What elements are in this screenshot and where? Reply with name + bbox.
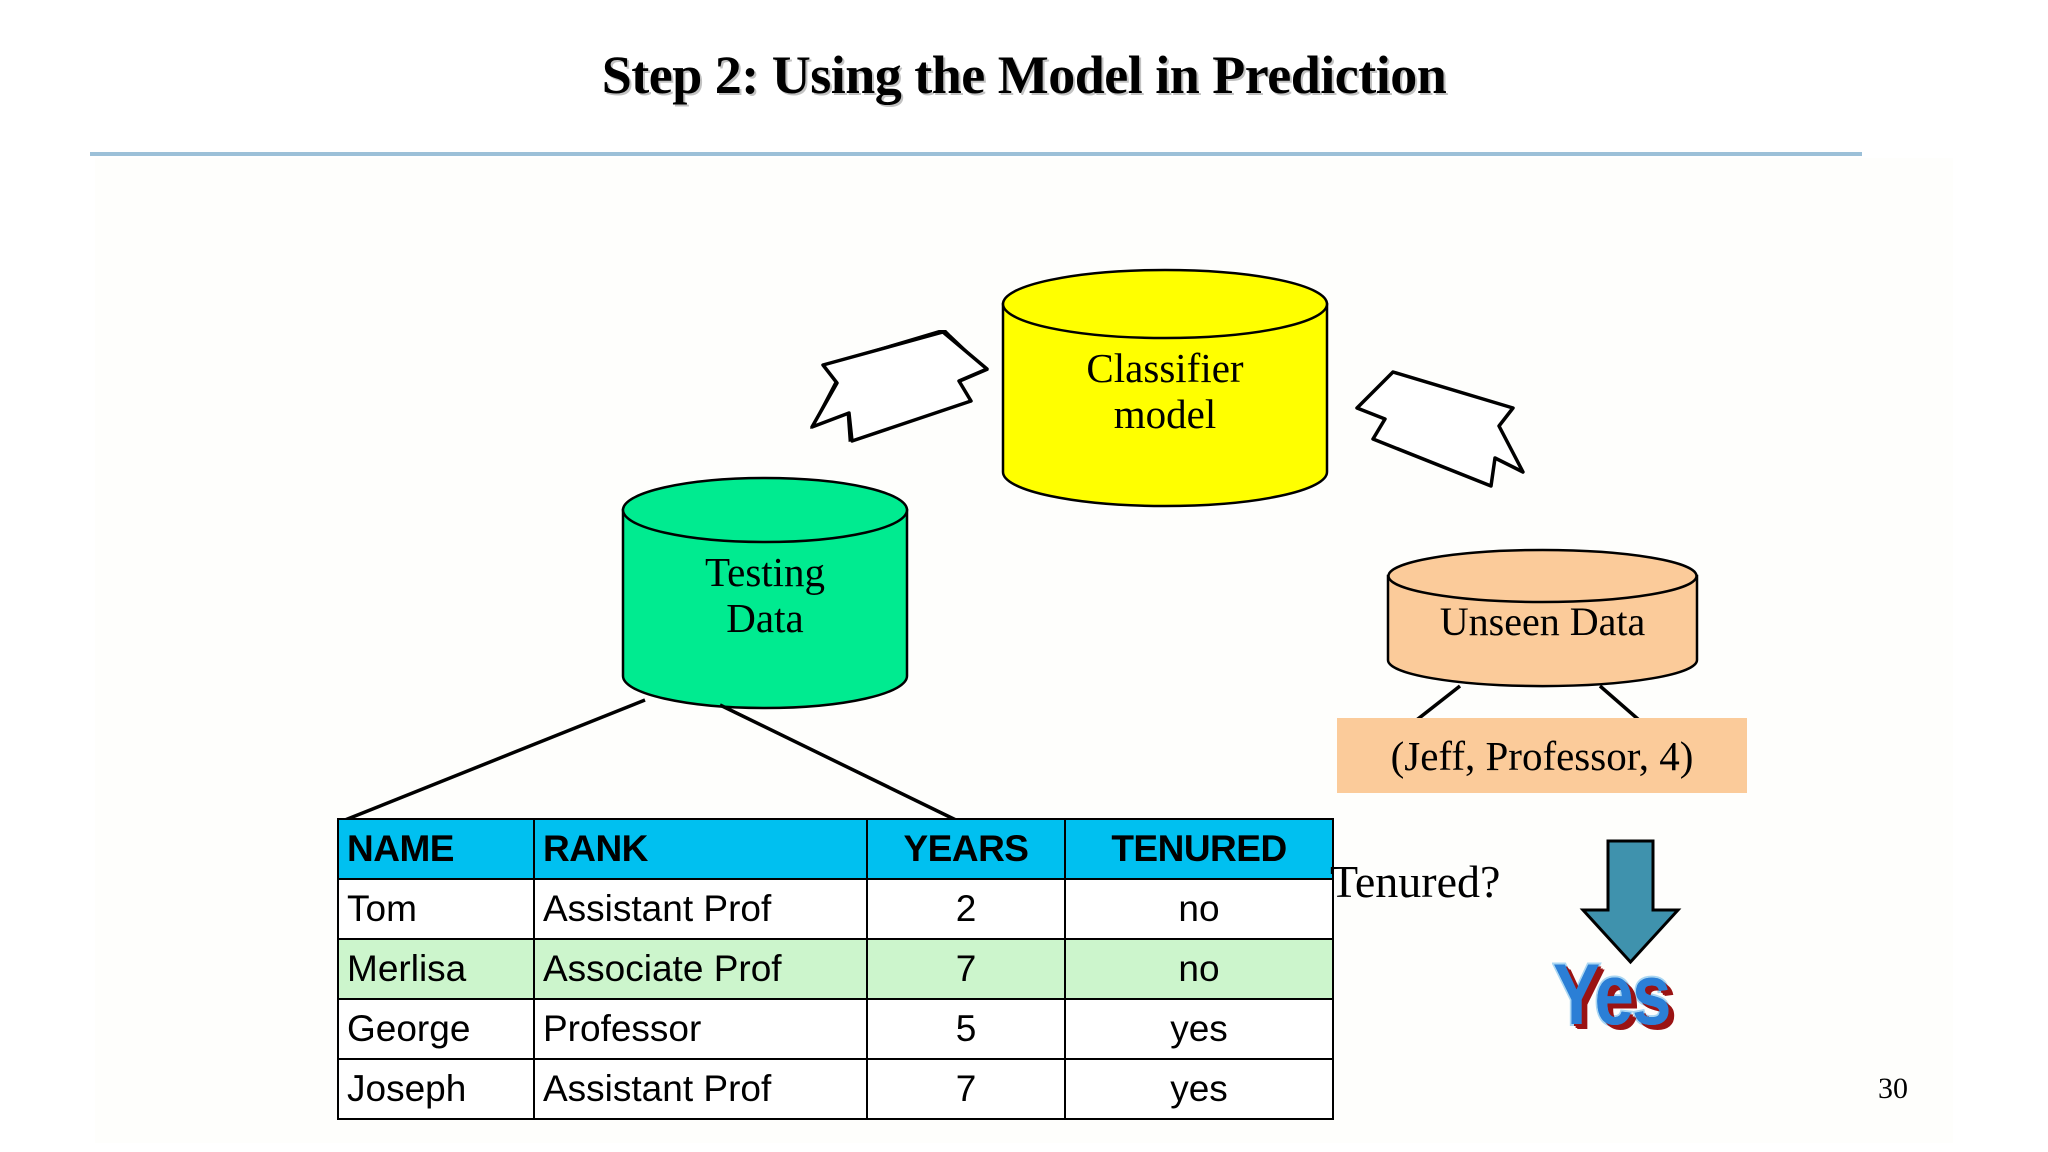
cylinder-shape-yellow: [1001, 268, 1329, 508]
testing-data-table: NAME RANK YEARS TENURED Tom Assistant Pr…: [337, 818, 1334, 1120]
double-arrow-testing-classifier-icon: [810, 330, 989, 443]
cell-name: Joseph: [337, 1058, 535, 1120]
prediction-answer-shadow: Yes: [1551, 947, 1673, 1043]
cell-years: 5: [866, 998, 1066, 1060]
table-row[interactable]: Merlisa Associate Prof 7 no: [337, 938, 1334, 1000]
unseen-tuple-box[interactable]: (Jeff, Professor, 4): [1337, 718, 1747, 793]
unseen-tuple-text: (Jeff, Professor, 4): [1390, 732, 1694, 779]
cell-years: 2: [866, 878, 1066, 940]
cell-tenured: yes: [1064, 1058, 1334, 1120]
node-unseen-data[interactable]: Unseen Data: [1385, 548, 1700, 693]
table-row[interactable]: Tom Assistant Prof 2 no: [337, 878, 1334, 940]
cylinder-shape-peach: [1386, 548, 1699, 688]
title-divider: [90, 152, 1862, 156]
table-row[interactable]: Joseph Assistant Prof 7 yes: [337, 1058, 1334, 1120]
column-header-name: NAME: [337, 818, 535, 880]
cell-rank: Associate Prof: [533, 938, 868, 1000]
page-title: Step 2: Using the Model in Prediction: [601, 45, 1447, 105]
page-number: 30: [1878, 1072, 1908, 1105]
cell-name: Merlisa: [337, 938, 535, 1000]
cell-tenured: no: [1064, 938, 1334, 1000]
cell-tenured: no: [1064, 878, 1334, 940]
cell-tenured: yes: [1064, 998, 1334, 1060]
cell-rank: Assistant Prof: [533, 1058, 868, 1120]
arrow-down-icon: [1579, 839, 1682, 965]
cylinder-shape-green: [621, 476, 909, 710]
cell-rank: Assistant Prof: [533, 878, 868, 940]
prediction-answer: Yes Yes: [1551, 947, 1673, 1043]
table-row[interactable]: George Professor 5 yes: [337, 998, 1334, 1060]
column-header-rank: RANK: [533, 818, 868, 880]
node-testing-data[interactable]: Testing Data: [620, 476, 910, 711]
double-arrow-classifier-unseen-icon: [1355, 370, 1525, 488]
table-header-row: NAME RANK YEARS TENURED: [337, 818, 1334, 880]
cell-rank: Professor: [533, 998, 868, 1060]
cell-years: 7: [866, 1058, 1066, 1120]
prediction-question-label: Tenured?: [1330, 856, 1501, 907]
prediction-answer-fill: Yes: [1553, 947, 1671, 1043]
column-header-tenured: TENURED: [1064, 818, 1334, 880]
cell-years: 7: [866, 938, 1066, 1000]
cell-name: Tom: [337, 878, 535, 940]
cell-name: George: [337, 998, 535, 1060]
column-header-years: YEARS: [866, 818, 1066, 880]
node-classifier-model[interactable]: Classifier model: [1000, 268, 1330, 508]
